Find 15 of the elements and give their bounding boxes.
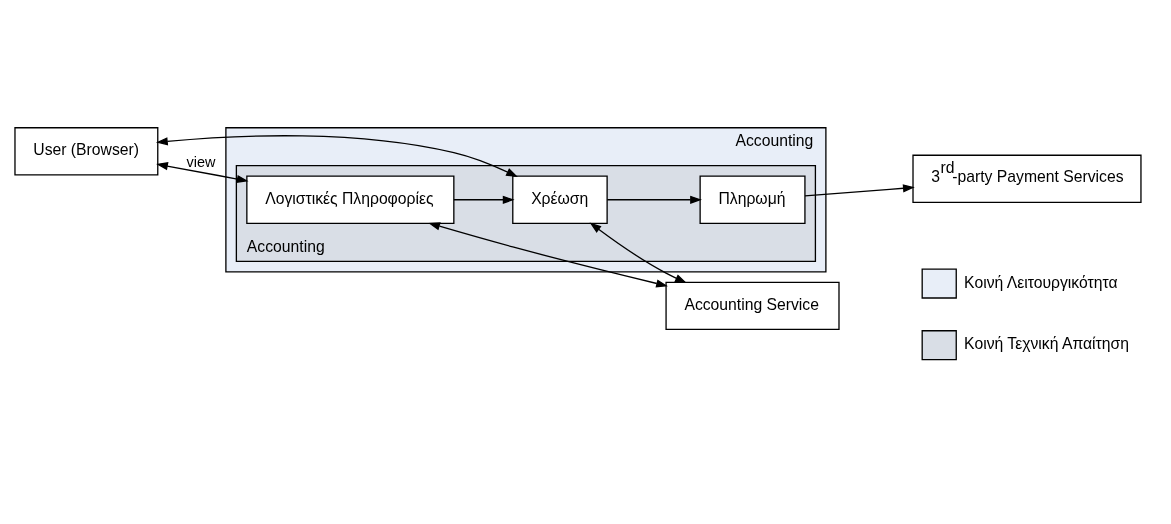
arrow — [155, 135, 518, 177]
arrow — [428, 222, 668, 288]
legend-label: Κοινή Τεχνική Απαίτηση — [964, 335, 1129, 353]
node-box: Λογιστικές Πληροφορίες — [246, 175, 455, 224]
edge-label: view — [186, 153, 216, 170]
arrow — [606, 195, 702, 204]
legend-label: Κοινή Λειτουργικότητα — [964, 273, 1118, 291]
arrow — [804, 184, 915, 197]
arrow — [453, 195, 515, 204]
arrow — [156, 162, 249, 184]
node-box: User (Browser) — [14, 127, 159, 176]
node-box: Πληρωμή — [699, 175, 806, 224]
arrow — [589, 222, 687, 284]
node-box: Accounting Service — [665, 281, 840, 331]
node-box: Χρέωση — [512, 175, 608, 224]
